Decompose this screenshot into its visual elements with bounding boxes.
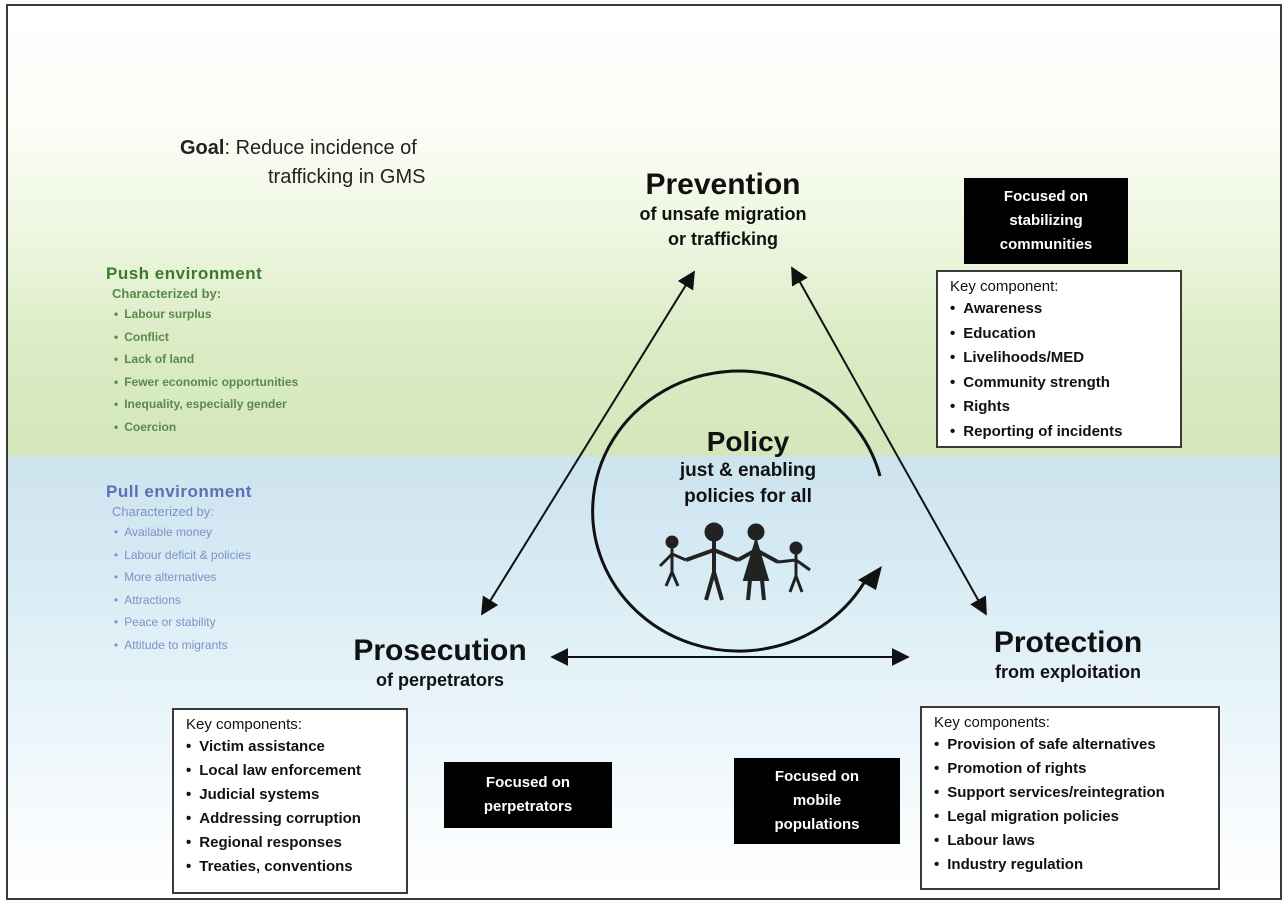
policy-circle-arrowhead xyxy=(858,566,882,590)
focus-mobile-line1: Focused on xyxy=(774,768,860,785)
list-item: Conflict xyxy=(114,326,298,349)
list-item: Support services/reintegration xyxy=(934,781,1208,805)
goal-text-line1: : Reduce incidence of xyxy=(224,137,417,159)
prevention-subtitle-line2: or trafficking xyxy=(667,229,778,249)
policy-node: Policy just & enabling policies for all xyxy=(648,426,848,510)
push-environment-title: Push environment xyxy=(106,264,263,283)
list-item: Livelihoods/MED xyxy=(950,346,1170,371)
focus-box-mobile: Focused on mobile populations xyxy=(734,758,900,844)
focus-communities-line1: Focused on xyxy=(1003,188,1089,205)
policy-subtitle-line1: just & enabling xyxy=(679,460,817,481)
policy-circle xyxy=(591,369,882,653)
focus-mobile-line3: populations xyxy=(774,816,860,833)
list-item: Local law enforcement xyxy=(186,759,396,783)
focus-mobile-line2: mobile xyxy=(792,792,842,809)
prosecution-subtitle: of perpetrators xyxy=(375,670,505,690)
protection-node: Protection from exploitation xyxy=(958,626,1178,685)
list-item: Promotion of rights xyxy=(934,757,1208,781)
policy-title: Policy xyxy=(706,426,790,457)
protection-components-title: Key components: xyxy=(934,714,1050,731)
list-item: Available money xyxy=(114,521,252,544)
pull-environment-subtitle: Characterized by: xyxy=(112,504,214,519)
list-item: Industry regulation xyxy=(934,853,1208,877)
list-item: Regional responses xyxy=(186,831,396,855)
list-item: Treaties, conventions xyxy=(186,855,396,879)
list-item: Peace or stability xyxy=(114,611,252,634)
list-item: Addressing corruption xyxy=(186,807,396,831)
protection-title: Protection xyxy=(993,626,1143,659)
focus-box-perpetrators: Focused on perpetrators xyxy=(444,762,612,828)
connector-arrows xyxy=(481,266,987,666)
list-item: Coercion xyxy=(114,416,298,439)
prevention-subtitle-line1: of unsafe migration xyxy=(639,204,807,224)
goal-statement: Goal: Reduce incidence of trafficking in… xyxy=(180,134,425,192)
focus-communities-line2: stabilizing xyxy=(1009,212,1083,229)
list-item: Attractions xyxy=(114,589,252,612)
push-environment: Push environment Characterized by: Labou… xyxy=(106,264,298,438)
prosecution-components-list: Victim assistance Local law enforcement … xyxy=(186,735,396,879)
prosecution-title: Prosecution xyxy=(353,634,527,667)
arrow-prevention-protection xyxy=(791,266,987,616)
pull-environment-title: Pull environment xyxy=(106,482,252,501)
push-environment-subtitle: Characterized by: xyxy=(112,286,222,301)
list-item: Lack of land xyxy=(114,348,298,371)
pull-environment-list: Available money Labour deficit & policie… xyxy=(114,521,252,656)
list-item: Labour deficit & policies xyxy=(114,544,252,567)
list-item: Fewer economic opportunities xyxy=(114,371,298,394)
push-environment-list: Labour surplus Conflict Lack of land Few… xyxy=(114,303,298,438)
list-item: Rights xyxy=(950,395,1170,420)
focus-box-communities: Focused on stabilizing communities xyxy=(964,178,1128,264)
list-item: Attitude to migrants xyxy=(114,634,252,657)
prosecution-node: Prosecution of perpetrators xyxy=(330,634,550,693)
prevention-title: Prevention xyxy=(645,168,801,201)
list-item: More alternatives xyxy=(114,566,252,589)
list-item: Victim assistance xyxy=(186,735,396,759)
prevention-components-box: Key component: Awareness Education Livel… xyxy=(936,270,1182,448)
focus-communities-line3: communities xyxy=(999,236,1093,253)
prevention-components-title: Key component: xyxy=(950,278,1059,295)
list-item: Labour surplus xyxy=(114,303,298,326)
diagram-frame: Goal: Reduce incidence of trafficking in… xyxy=(6,4,1282,900)
focus-perpetrators-line2: perpetrators xyxy=(483,798,573,815)
list-item: Judicial systems xyxy=(186,783,396,807)
prevention-components-list: Awareness Education Livelihoods/MED Comm… xyxy=(950,297,1170,444)
arrow-prevention-prosecution xyxy=(481,270,695,616)
goal-text-line2: trafficking in GMS xyxy=(268,166,426,188)
protection-components-list: Provision of safe alternatives Promotion… xyxy=(934,733,1208,877)
focus-perpetrators-line1: Focused on xyxy=(485,774,571,791)
prosecution-components-box: Key components: Victim assistance Local … xyxy=(172,708,408,894)
list-item: Legal migration policies xyxy=(934,805,1208,829)
family-icon xyxy=(658,522,811,601)
prosecution-components-title: Key components: xyxy=(186,716,302,733)
pull-environment: Pull environment Characterized by: Avail… xyxy=(106,482,252,656)
prevention-node: Prevention of unsafe migration or traffi… xyxy=(598,168,848,252)
list-item: Education xyxy=(950,322,1170,347)
goal-label: Goal xyxy=(180,137,225,159)
list-item: Provision of safe alternatives xyxy=(934,733,1208,757)
policy-subtitle-line2: policies for all xyxy=(684,486,812,507)
protection-subtitle: from exploitation xyxy=(994,662,1141,682)
protection-components-box: Key components: Provision of safe altern… xyxy=(920,706,1220,890)
list-item: Community strength xyxy=(950,371,1170,396)
list-item: Inequality, especially gender xyxy=(114,393,298,416)
list-item: Labour laws xyxy=(934,829,1208,853)
list-item: Reporting of incidents xyxy=(950,420,1170,445)
list-item: Awareness xyxy=(950,297,1170,322)
